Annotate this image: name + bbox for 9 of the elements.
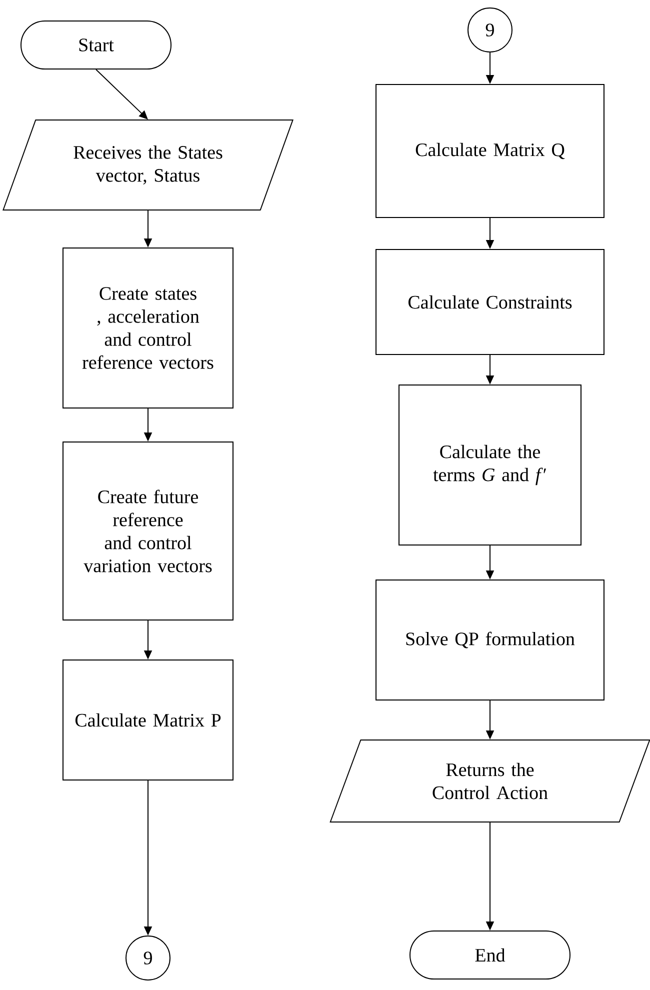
process-box: Create states , acceleration and control reference vectors	[62, 248, 234, 408]
input-output-parallelogram: Returns the Control Action	[330, 740, 650, 822]
process-box: Calculate Matrix P	[62, 660, 234, 780]
process-box: Calculate Constraints	[376, 249, 604, 355]
process-box: Calculate the terms G and f′	[398, 384, 582, 546]
process-box: Solve QP formulation	[376, 580, 604, 700]
arrow	[96, 69, 148, 120]
process-box: Calculate Matrix Q	[376, 84, 604, 218]
process-box: Create future reference and control variation vectors	[62, 442, 234, 620]
